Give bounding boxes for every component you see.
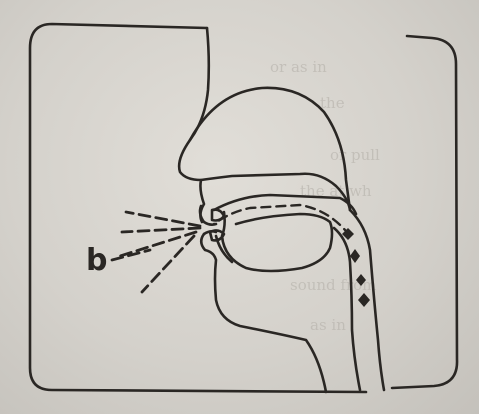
frame-border: [30, 24, 366, 392]
frame-border-right: [392, 36, 457, 388]
tongue: [222, 212, 332, 271]
svg-text:the: the: [320, 94, 345, 112]
face-profile-lower: [201, 234, 326, 392]
voicing-marks: [342, 228, 370, 307]
face-profile-upper: [179, 28, 209, 222]
airflow-burst-rays: [120, 212, 200, 292]
svg-text:or as in: or as in: [270, 58, 327, 76]
svg-text:as in: as in: [310, 316, 346, 334]
sound-label: b: [86, 243, 107, 278]
svg-text:or pull: or pull: [330, 146, 380, 164]
